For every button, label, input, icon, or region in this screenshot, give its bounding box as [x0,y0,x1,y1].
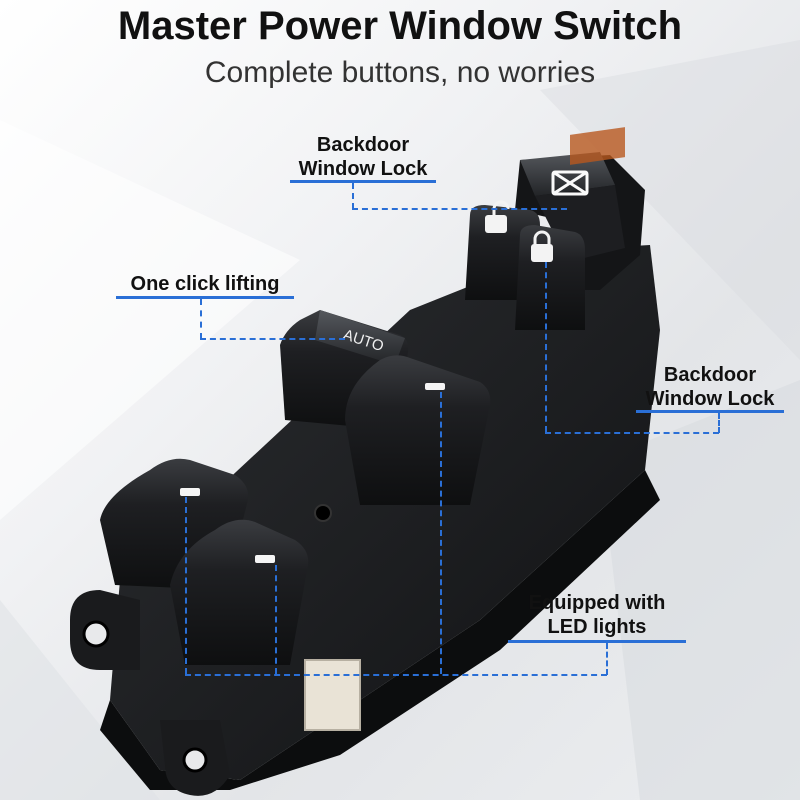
underline-led [508,640,686,643]
dash-led-h [185,674,607,676]
page-subtitle: Complete buttons, no worries [204,56,596,89]
led-indicator [255,555,275,563]
dash-led-up-b [275,565,277,674]
led-indicator [425,383,445,390]
callout-backdoor-lock-top: Backdoor Window Lock [298,134,428,180]
dash-right-lock-v [718,413,720,433]
underline-top-lock [290,180,436,183]
dash-led-v [606,643,608,675]
dash-led-up-c [440,392,442,674]
led-indicator [180,488,200,496]
lock-button [515,225,585,330]
dash-top-lock-v [352,183,354,209]
dash-top-lock-h [352,208,567,210]
underline-one-click [116,296,294,299]
mounting-tab-bottom [160,720,230,796]
window-lock-icon [551,170,589,196]
underline-right-lock [636,410,784,413]
dash-right-lock-up [545,262,547,432]
connector-plug [304,659,361,731]
window-lock-switch [515,127,645,290]
dash-one-click-v [200,299,202,339]
dash-led-up-a [185,497,187,674]
callout-led-lights: Equipped with LED lights [528,592,666,638]
passenger-window-button [345,355,491,505]
dash-right-lock-h [545,432,719,434]
page-title: Master Power Window Switch [117,4,683,48]
dash-one-click-h [200,338,345,340]
callout-one-click-lifting: One click lifting [130,273,280,295]
callout-backdoor-lock-right: Backdoor Window Lock [645,364,775,410]
mounting-tab-left [70,590,140,670]
rear-right-window-button [170,519,309,665]
